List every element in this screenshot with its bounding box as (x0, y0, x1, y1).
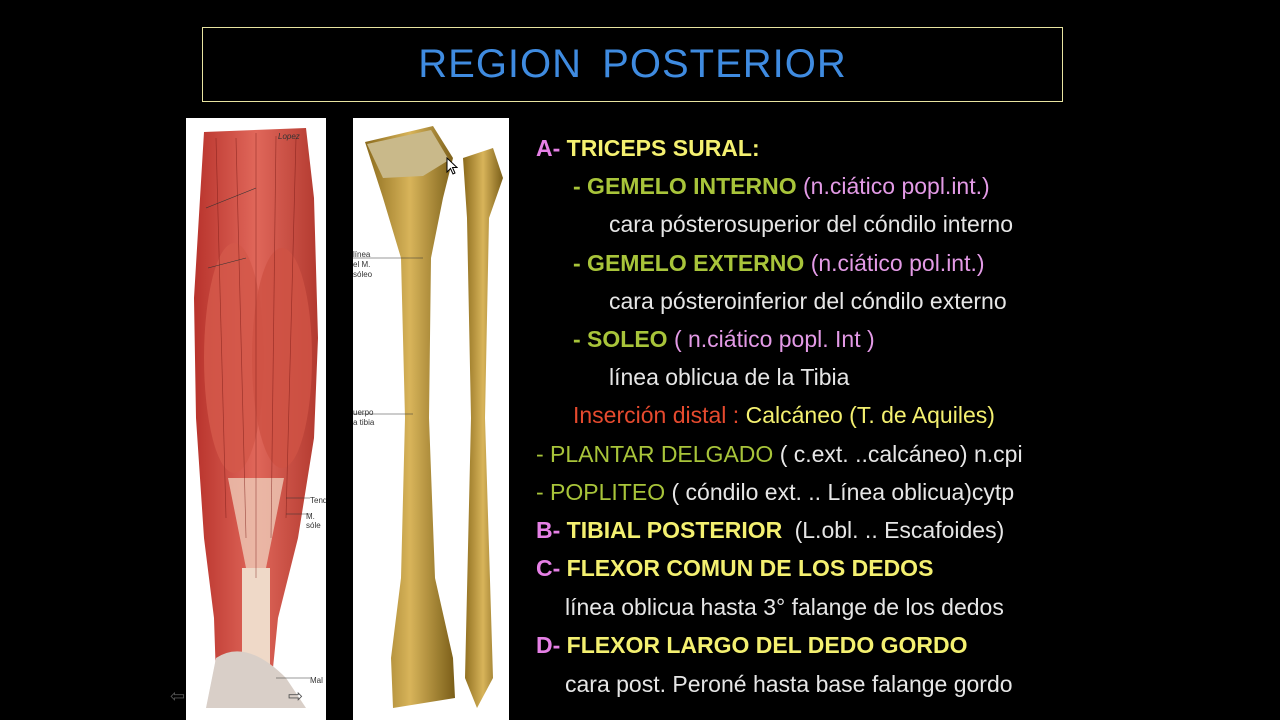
calf-muscle-drawing (194, 128, 318, 708)
plantar-delgado-line: - PLANTAR DELGADO ( c.ext. ..calcáneo) n… (536, 443, 1023, 466)
section-c-letter: C- (536, 555, 561, 581)
next-slide-icon[interactable]: ⇨ (288, 686, 304, 706)
popliteo-desc: ( cóndilo ext. .. Línea oblicua)cytp (671, 479, 1015, 505)
gemelo-externo-line: - GEMELO EXTERNO (n.ciático pol.int.) (573, 252, 985, 275)
soleo-desc: línea oblicua de la Tibia (609, 364, 850, 390)
section-a-title: TRICEPS SURAL: (566, 135, 760, 161)
soleo-nerve: ( n.ciático popl. Int ) (673, 326, 875, 352)
muscle-label-tendon: Tend (310, 496, 326, 505)
section-a-letter: A- (536, 135, 561, 161)
plantar-delgado-name: - PLANTAR DELGADO (536, 441, 774, 467)
bone-label-soleus: sóleo (353, 270, 373, 279)
section-d-title: FLEXOR LARGO DEL DEDO GORDO (566, 632, 968, 658)
bone-label-body: uerpo (353, 408, 374, 417)
section-b-letter: B- (536, 517, 561, 543)
insertion-value: Calcáneo (T. de Aquiles) (745, 402, 995, 428)
tibia-fibula-illustration: línea el M. sóleo uerpo a tibia (353, 118, 509, 720)
muscle-label-malleolus: Mal (310, 676, 323, 685)
section-d-letter: D- (536, 632, 561, 658)
gemelo-interno-name: - GEMELO INTERNO (573, 173, 797, 199)
section-c-desc: línea oblicua hasta 3° falange de los de… (565, 594, 1004, 620)
prev-slide-icon[interactable]: ⇦ (170, 686, 186, 706)
slide-title-box: REGION POSTERIOR (202, 27, 1063, 102)
popliteo-name: - POPLITEO (536, 479, 666, 505)
soleo-line: - SOLEO ( n.ciático popl. Int ) (573, 328, 875, 351)
section-c-title: FLEXOR COMUN DE LOS DEDOS (566, 555, 934, 581)
bone-label-of-m: el M. (353, 260, 371, 269)
section-d-desc: cara post. Peroné hasta base falange gor… (565, 671, 1013, 697)
popliteo-line: - POPLITEO ( cóndilo ext. .. Línea oblic… (536, 481, 1014, 504)
section-b-heading: B- TIBIAL POSTERIOR (L.obl. .. Escafoide… (536, 519, 1004, 542)
gemelo-interno-desc: cara pósterosuperior del cóndilo interno (609, 211, 1014, 237)
insertion-label: Inserción distal : (573, 402, 740, 428)
bone-label-tibia: a tibia (353, 418, 375, 427)
gemelo-interno-line: - GEMELO INTERNO (n.ciático popl.int.) (573, 175, 990, 198)
insertion-line: Inserción distal : Calcáneo (T. de Aquil… (573, 404, 995, 427)
plantar-delgado-desc: ( c.ext. ..calcáneo) n.cpi (779, 441, 1023, 467)
slide-title: REGION POSTERIOR (418, 42, 847, 86)
bone-label-line: línea (353, 250, 371, 259)
gemelo-externo-desc: cara pósteroinferior del cóndilo externo (609, 288, 1007, 314)
gemelo-externo-nerve: (n.ciático pol.int.) (810, 250, 985, 276)
gemelo-externo-name: - GEMELO EXTERNO (573, 250, 805, 276)
tibia-fibula-drawing (353, 126, 503, 708)
calf-muscle-illustration: Lopez Tend M. sóle Mal (186, 118, 326, 720)
muscle-label-soleus: M. sóle (306, 512, 321, 530)
illustrator-signature: Lopez (278, 132, 300, 141)
section-c-heading: C- FLEXOR COMUN DE LOS DEDOS (536, 557, 933, 580)
section-a-heading: A- TRICEPS SURAL: (536, 137, 760, 160)
soleo-name: - SOLEO (573, 326, 668, 352)
section-d-heading: D- FLEXOR LARGO DEL DEDO GORDO (536, 634, 968, 657)
cursor-arrow-icon (446, 157, 458, 175)
section-b-desc: (L.obl. .. Escafoides) (794, 517, 1005, 543)
gemelo-interno-nerve: (n.ciático popl.int.) (803, 173, 990, 199)
section-b-title: TIBIAL POSTERIOR (566, 517, 783, 543)
